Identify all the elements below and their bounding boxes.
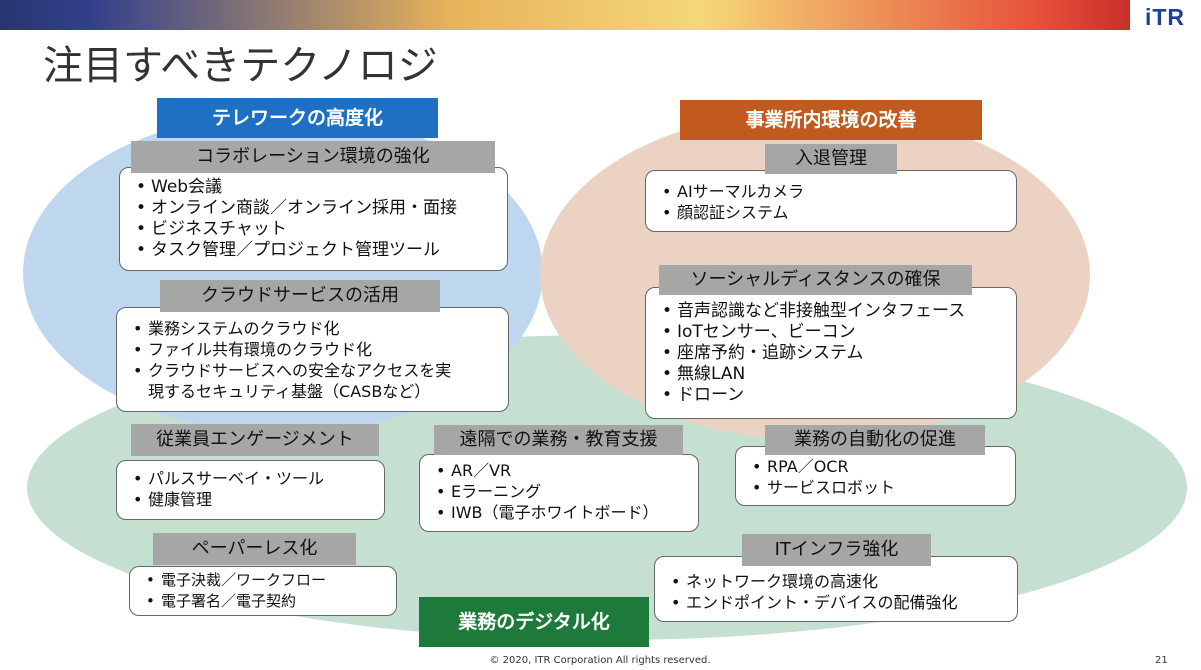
slide-title: 注目すべきテクノロジ [43,43,438,89]
list-item: Web会議 [136,177,507,198]
list-item: AIサーマルカメラ [662,181,1016,202]
automation-label: 業務の自動化の促進 [765,425,985,455]
distance-label: ソーシャルディスタンスの確保 [659,265,972,295]
list-item: 座席予約・追跡システム [662,343,1016,364]
entry-box: AIサーマルカメラ 顔認証システム [645,170,1017,232]
remote-box: AR／VR Eラーニング IWB（電子ホワイトボード） [419,454,699,532]
list-item: 健康管理 [133,489,384,510]
list-item: タスク管理／プロジェクト管理ツール [136,240,507,261]
engagement-list: パルスサーベイ・ツール 健康管理 [133,468,384,510]
remote-label: 遠隔での業務・教育支援 [434,425,683,455]
infra-label: ITインフラ強化 [742,534,931,566]
list-item: AR／VR [436,460,698,481]
automation-box: RPA／OCR サービスロボット [735,446,1016,506]
category-telework: テレワークの高度化 [157,98,438,138]
engagement-box: パルスサーベイ・ツール 健康管理 [116,460,385,520]
cloud-label: クラウドサービスの活用 [160,280,440,312]
list-item: 業務システムのクラウド化 [133,318,508,339]
collab-label: コラボレーション環境の強化 [131,141,495,173]
list-item: ビジネスチャット [136,219,507,240]
page-number: 21 [1155,655,1168,666]
list-item: RPA／OCR [752,456,1015,477]
header-gradient-bar [0,0,1130,30]
paperless-box: 電子決裁／ワークフロー 電子署名／電子契約 [129,566,397,616]
automation-list: RPA／OCR サービスロボット [752,456,1015,498]
paperless-list: 電子決裁／ワークフロー 電子署名／電子契約 [146,570,396,612]
list-item: クラウドサービスへの安全なアクセスを実 [133,360,508,381]
engagement-label: 従業員エンゲージメント [131,424,379,456]
list-item-continuation: 現するセキュリティ基盤（CASBなど） [148,382,431,401]
list-item: サービスロボット [752,477,1015,498]
infra-list: ネットワーク環境の高速化 エンドポイント・デバイスの配備強化 [671,571,1017,613]
cloud-list: 業務システムのクラウド化 ファイル共有環境のクラウド化 クラウドサービスへの安全… [133,318,508,402]
list-item: IWB（電子ホワイトボード） [436,502,698,523]
cloud-box: 業務システムのクラウド化 ファイル共有環境のクラウド化 クラウドサービスへの安全… [116,307,509,412]
list-item: 顔認証システム [662,202,1016,223]
list-item: ファイル共有環境のクラウド化 [133,339,508,360]
list-item: 音声認識など非接触型インタフェース [662,301,1016,322]
category-office: 事業所内環境の改善 [680,100,982,140]
collab-list: Web会議 オンライン商談／オンライン採用・面接 ビジネスチャット タスク管理／… [136,177,507,261]
list-item: パルスサーベイ・ツール [133,468,384,489]
paperless-label: ペーパーレス化 [153,533,356,565]
list-item: ドローン [662,385,1016,406]
list-item: 電子署名／電子契約 [146,591,396,612]
list-item: IoTセンサー、ビーコン [662,322,1016,343]
remote-list: AR／VR Eラーニング IWB（電子ホワイトボード） [436,460,698,523]
entry-label: 入退管理 [765,144,897,174]
collab-box: Web会議 オンライン商談／オンライン採用・面接 ビジネスチャット タスク管理／… [119,167,508,271]
list-item: 無線LAN [662,364,1016,385]
copyright-footer: © 2020, ITR Corporation All rights reser… [489,655,711,666]
list-item: 電子決裁／ワークフロー [146,570,396,591]
list-item: Eラーニング [436,481,698,502]
distance-list: 音声認識など非接触型インタフェース IoTセンサー、ビーコン 座席予約・追跡シス… [662,301,1016,406]
itr-logo: iTR [1144,4,1186,30]
distance-box: 音声認識など非接触型インタフェース IoTセンサー、ビーコン 座席予約・追跡シス… [645,287,1017,419]
infra-box: ネットワーク環境の高速化 エンドポイント・デバイスの配備強化 [654,556,1018,622]
category-digital: 業務のデジタル化 [419,597,649,647]
list-item: オンライン商談／オンライン採用・面接 [136,198,507,219]
list-item: ネットワーク環境の高速化 [671,571,1017,592]
entry-list: AIサーマルカメラ 顔認証システム [662,181,1016,223]
list-item: エンドポイント・デバイスの配備強化 [671,592,1017,613]
